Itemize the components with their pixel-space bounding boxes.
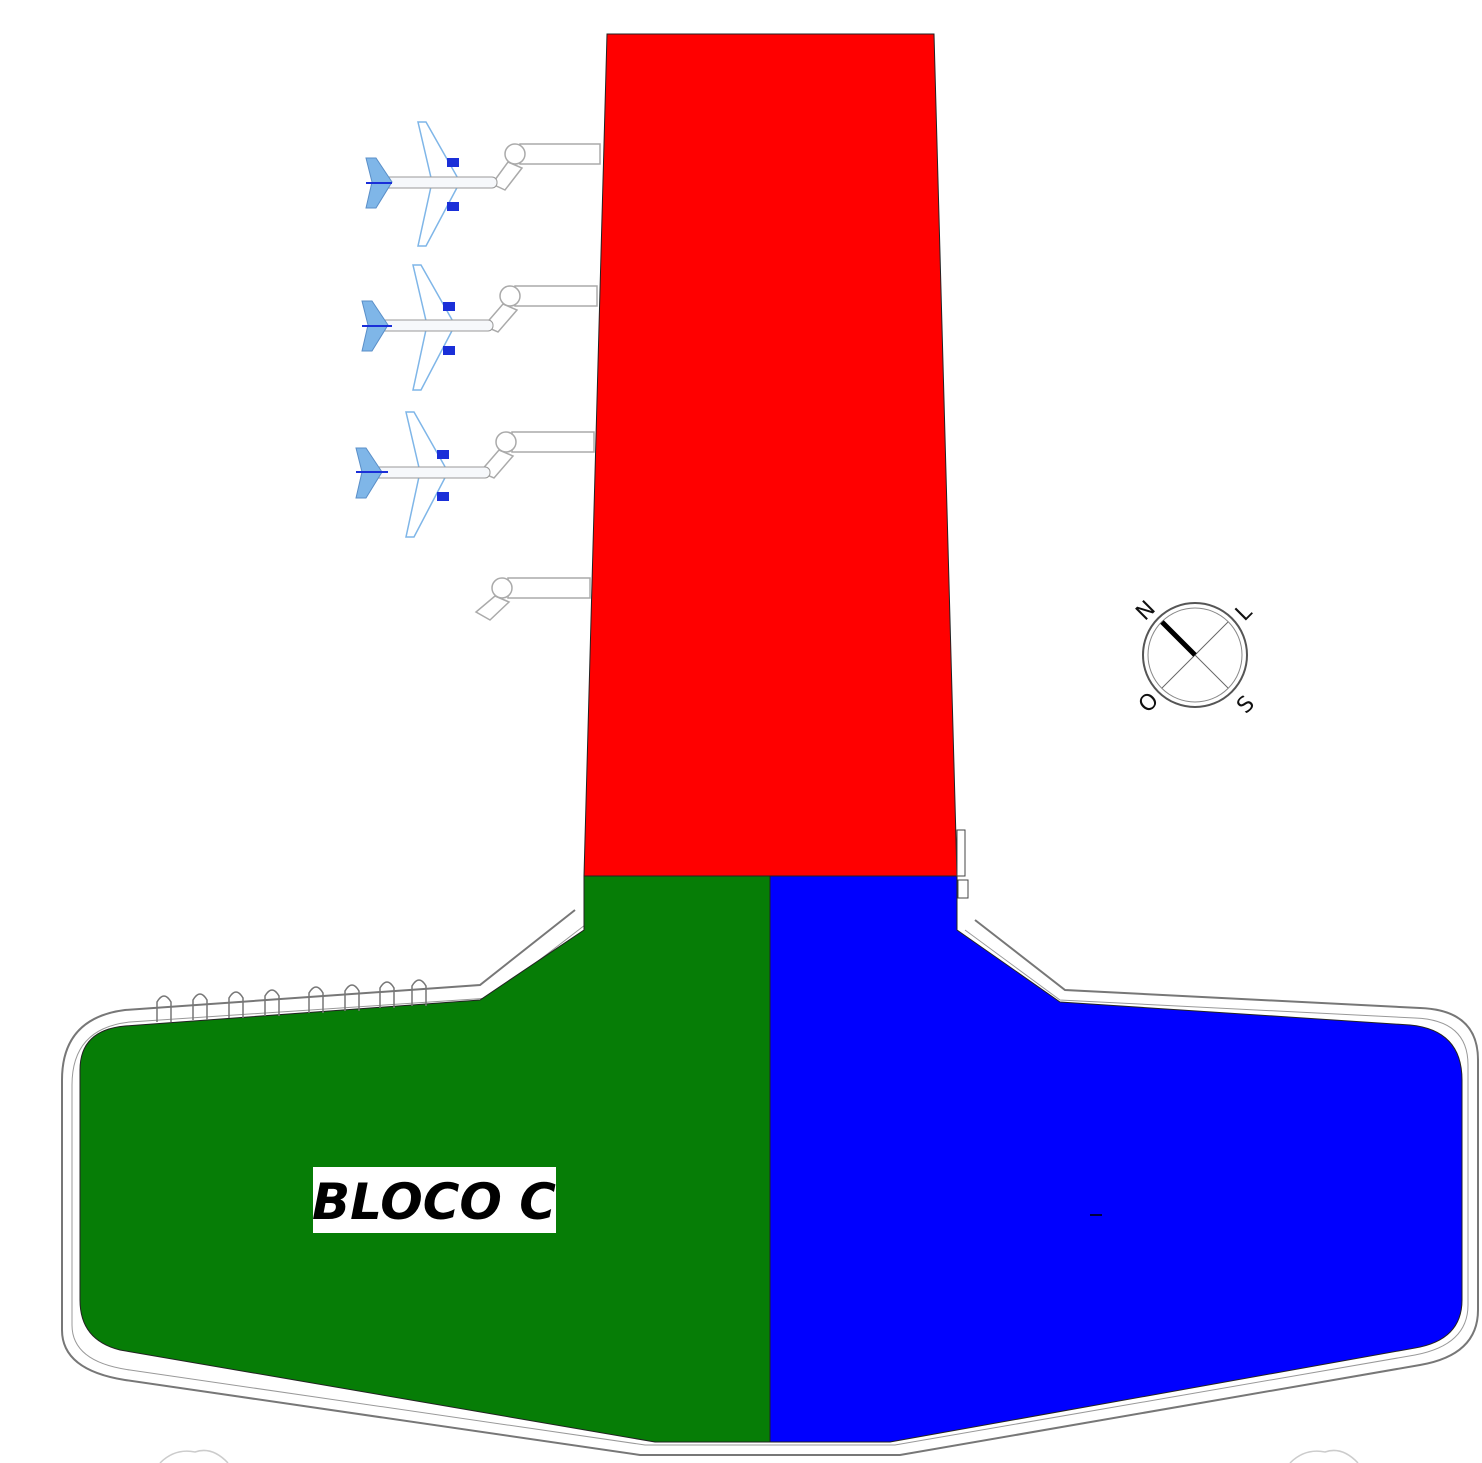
- airplane-icon: [365, 121, 498, 247]
- zone-blue: [769, 875, 1463, 1443]
- door-detail: [957, 879, 969, 899]
- block-label-box: [313, 1167, 556, 1233]
- apron-outline: [61, 909, 1479, 1456]
- zone-red-pier: [583, 33, 958, 877]
- compass-needle: [1160, 620, 1197, 657]
- airplane-icon: [361, 264, 494, 391]
- stair-detail: [956, 829, 966, 877]
- compass-icon: N L S O: [1131, 596, 1259, 718]
- parking-loops: [156, 979, 427, 1022]
- apron-outline-inner: [71, 924, 1469, 1446]
- zone-green: [79, 875, 771, 1443]
- jet-bridge-icon: [482, 285, 598, 333]
- airplane-icon: [355, 411, 491, 538]
- jet-bridge-icon: [478, 431, 595, 479]
- landscape-shrub: [159, 1449, 229, 1463]
- block-label: BLOCO C: [312, 1173, 556, 1231]
- jet-bridge-icon: [490, 143, 601, 191]
- jet-bridge-icon: [474, 577, 591, 621]
- compass-south: S: [1232, 691, 1260, 719]
- landscape-shrub: [1289, 1449, 1359, 1463]
